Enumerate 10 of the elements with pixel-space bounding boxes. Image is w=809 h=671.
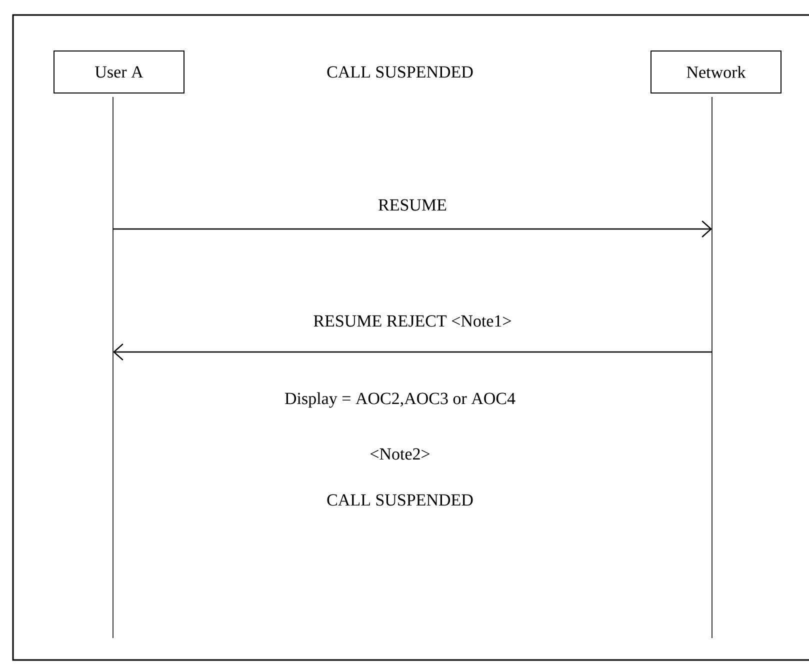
message-label: RESUME REJECT <Note1> <box>312 314 513 328</box>
lifeline-box: Network <box>650 50 782 94</box>
message-label: RESUME <box>377 198 448 212</box>
state-label: CALL SUSPENDED <box>327 494 473 506</box>
state-label: Display = AOC2,AOC3 or AOC4 <box>284 392 516 408</box>
lifeline-box: User A <box>54 50 184 94</box>
message-arrow <box>113 220 712 238</box>
message-arrow <box>113 344 712 360</box>
state-label: CALL SUSPENDED <box>327 66 473 78</box>
state-label: <Note2> <box>370 448 430 460</box>
